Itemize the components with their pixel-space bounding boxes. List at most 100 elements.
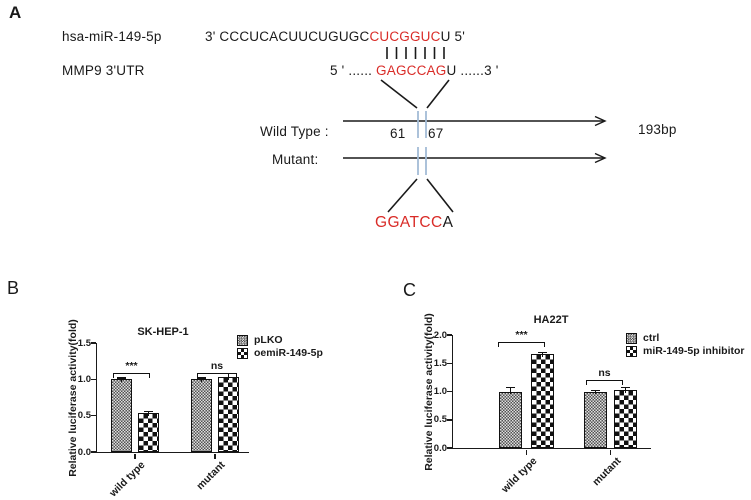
mutant-connector-right-line — [426, 178, 454, 213]
site-start-number: 61 — [390, 126, 406, 141]
error-bar-cap — [117, 377, 126, 379]
base-pairing-lines — [386, 47, 445, 59]
mirna-seq-prefix: 3' CCCUCACUUCUGUGC — [205, 29, 370, 44]
y-tick-label: 1.0 — [77, 373, 91, 385]
legend-item: miR-149-5p inhibitor — [626, 345, 745, 357]
amplicon-length-label: 193bp — [638, 122, 677, 137]
mutant-seq-mutated: GGATCC — [375, 214, 443, 231]
significance-bracket — [586, 380, 623, 385]
significance-label: ns — [210, 360, 224, 372]
y-tick-mark — [91, 378, 96, 381]
site-connector-right-line — [426, 79, 450, 109]
site-connector-left-line — [380, 79, 418, 109]
utr-seq-site: GAGCCAG — [376, 63, 447, 78]
y-tick-mark — [447, 334, 452, 336]
y-tick-label: 1.5 — [77, 337, 91, 349]
y-tick-mark — [91, 342, 96, 344]
x-tick-mark — [525, 449, 528, 455]
wild-type-arrowhead — [594, 115, 607, 127]
legend-swatch-hatch — [237, 334, 248, 346]
x-tick-mark — [609, 449, 612, 455]
significance-label: *** — [515, 329, 528, 341]
category-label: mutant — [589, 455, 623, 489]
mutant-seq-tail: A — [442, 214, 454, 231]
y-tick-label: 0.5 — [77, 410, 91, 422]
y-tick-label: 2.0 — [433, 329, 447, 341]
y-tick-label: 1.5 — [433, 357, 447, 369]
error-bar-cap — [621, 386, 630, 389]
utr-name-label: MMP9 3'UTR — [62, 63, 145, 78]
category-label: wild type — [107, 459, 148, 500]
y-tick-label: 0.5 — [433, 414, 447, 426]
error-bar-cap — [538, 351, 547, 354]
bar-mutant-miR-149-5p-inhibitor — [614, 389, 637, 448]
legend-label: pLKO — [254, 334, 283, 346]
mutant-label: Mutant: — [272, 152, 319, 167]
legend-label: miR-149-5p inhibitor — [643, 345, 745, 357]
bar-wild-type-ctrl — [499, 391, 522, 448]
error-bar — [147, 411, 150, 416]
significance-label: *** — [125, 360, 138, 372]
error-bar-cap — [506, 386, 515, 389]
bar-wild-type-oemiR-149-5p — [138, 412, 159, 452]
panel-c-label: C — [403, 280, 416, 300]
mutant-arrowhead — [594, 152, 607, 164]
error-bar — [509, 387, 512, 395]
bar-mutant-ctrl — [584, 391, 607, 448]
y-tick-mark — [447, 362, 452, 364]
y-tick-label: 0.0 — [77, 446, 91, 458]
legend-item: ctrl — [626, 332, 659, 344]
mutant-connector-left-line — [387, 178, 418, 213]
bar-wild-type-miR-149-5p-inhibitor — [531, 354, 554, 448]
mutant-sequence: GGATCCA — [375, 214, 453, 232]
significance-label: ns — [598, 367, 611, 379]
error-bar — [120, 377, 123, 383]
panel-b-label: B — [7, 278, 20, 298]
bar-mutant-oemiR-149-5p — [218, 377, 239, 452]
legend-swatch-hatch — [626, 332, 637, 344]
utr-seq-suffix: U ......3 ' — [446, 63, 499, 78]
mirna-sequence: 3' CCCUCACUUCUGUGCCUCGGUCU 5' — [205, 29, 465, 44]
site-end-number: 67 — [428, 126, 444, 141]
legend-swatch-checker — [237, 347, 248, 359]
error-bar-cap — [144, 410, 153, 413]
mirna-name-label: hsa-miR-149-5p — [62, 29, 162, 44]
error-bar — [200, 377, 203, 383]
error-bar-cap — [591, 389, 600, 392]
legend-label: oemiR-149-5p — [254, 347, 323, 359]
error-bar — [594, 390, 597, 395]
mirna-seq-seed: CUCGGUC — [369, 29, 441, 44]
y-tick-mark — [447, 390, 452, 393]
legend-label: ctrl — [643, 332, 660, 344]
error-bar-cap — [197, 377, 206, 379]
significance-bracket — [197, 373, 237, 378]
wild-type-site-ticks — [417, 111, 427, 138]
chart-title: HA22T — [533, 314, 569, 326]
error-bar — [541, 352, 544, 358]
category-label: mutant — [194, 459, 228, 493]
y-tick-mark — [91, 414, 96, 417]
y-tick-mark — [447, 419, 452, 421]
mutant-site-ticks — [417, 147, 427, 175]
legend-swatch-checker — [626, 345, 637, 357]
chart-title: SK-HEP-1 — [137, 326, 189, 338]
category-label: wild type — [498, 455, 539, 496]
panel-a-diagram-graphics — [343, 47, 607, 213]
y-tick-label: 1.0 — [433, 386, 447, 397]
significance-bracket — [498, 342, 545, 347]
bar-wild-type-pLKO — [111, 379, 132, 452]
x-tick-mark — [214, 453, 216, 459]
utr-seq-prefix: 5 ' ...... — [330, 63, 377, 78]
panel-a-label: A — [9, 3, 22, 22]
x-tick-mark — [134, 453, 136, 459]
bar-mutant-pLKO — [191, 379, 212, 452]
wild-type-label: Wild Type : — [260, 124, 329, 139]
legend-item: oemiR-149-5p — [237, 347, 323, 359]
significance-bracket — [113, 373, 150, 378]
legend-item: pLKO — [237, 334, 283, 346]
mirna-seq-suffix: U 5' — [440, 29, 465, 44]
y-tick-mark — [447, 447, 452, 449]
